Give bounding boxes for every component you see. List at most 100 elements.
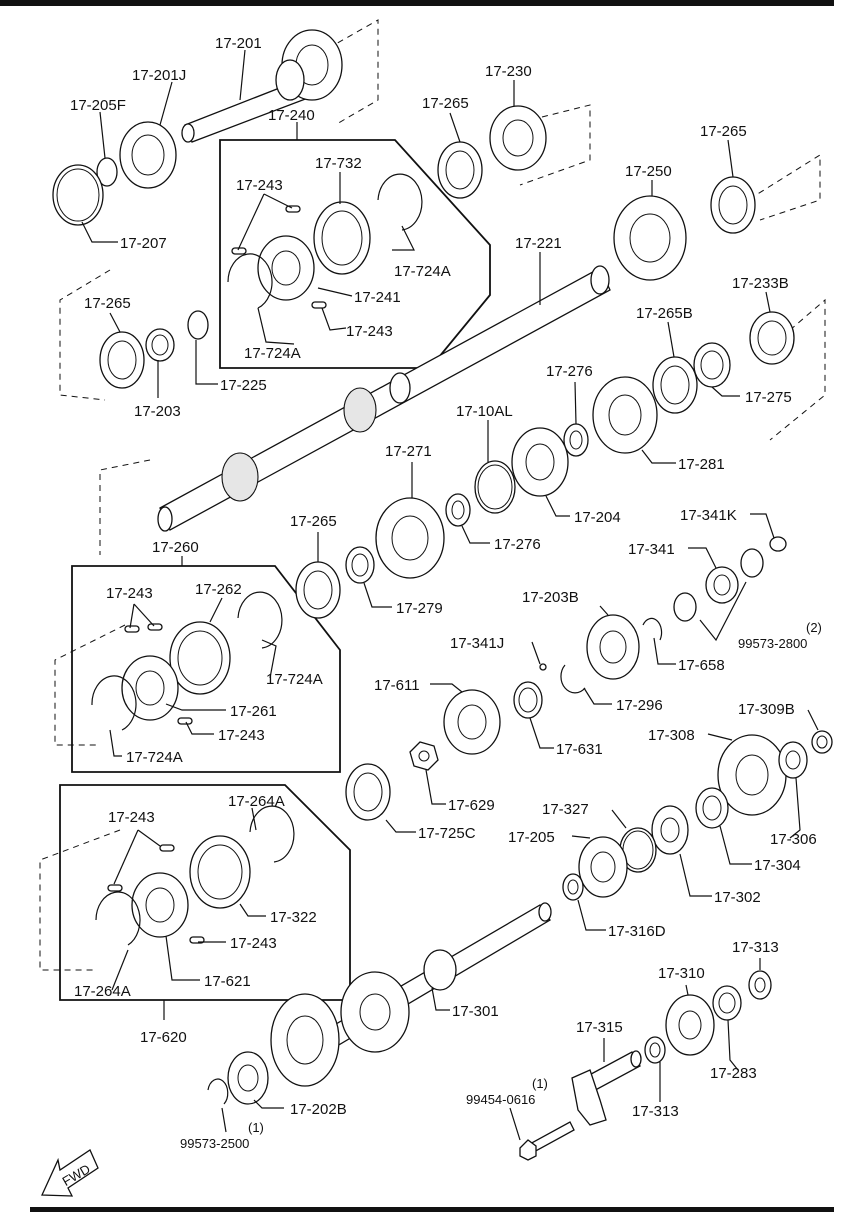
label-17-205F: 17-205F bbox=[70, 97, 126, 114]
label-17-309B: 17-309B bbox=[738, 701, 795, 718]
part-17-233B-needle-bearing bbox=[749, 311, 795, 365]
label-17-658: 17-658 bbox=[678, 657, 725, 674]
label-17-264A-b: 17-264A bbox=[74, 983, 131, 1000]
part-17-309B-nut bbox=[811, 730, 833, 754]
part-17-265-synchro-ring-b bbox=[710, 176, 756, 234]
label-17-243-d: 17-243 bbox=[218, 727, 265, 744]
label-17-302: 17-302 bbox=[714, 889, 761, 906]
part-17-201-input-shaft bbox=[181, 29, 343, 143]
label-17-724A-c: 17-724A bbox=[266, 671, 323, 688]
label-17-724A-b: 17-724A bbox=[244, 345, 301, 362]
label-17-240: 17-240 bbox=[268, 107, 315, 124]
part-99573-2500-snap-ring bbox=[207, 1078, 229, 1105]
part-17-327-ring bbox=[619, 827, 657, 873]
part-17-724A-spring-upper bbox=[377, 173, 423, 231]
label-99573-2800-qty: (2) bbox=[806, 620, 822, 635]
label-17-243-b: 17-243 bbox=[346, 323, 393, 340]
part-17-631-ring bbox=[513, 681, 543, 719]
label-17-221: 17-221 bbox=[515, 235, 562, 252]
fwd-arrow-icon: FWD bbox=[41, 1149, 99, 1197]
part-17-243-key-7 bbox=[159, 844, 175, 852]
part-99573-2800-snap-ring-a bbox=[740, 548, 764, 578]
label-17-327: 17-327 bbox=[542, 801, 589, 818]
label-17-201: 17-201 bbox=[215, 35, 262, 52]
label-17-313-a: 17-313 bbox=[732, 939, 779, 956]
part-17-611-gear bbox=[443, 689, 501, 755]
label-17-265-a: 17-265 bbox=[422, 95, 469, 112]
label-17-202B: 17-202B bbox=[290, 1101, 347, 1118]
label-17-631: 17-631 bbox=[556, 741, 603, 758]
part-17-276-thrust-washer-b bbox=[445, 493, 471, 527]
label-17-621: 17-621 bbox=[204, 973, 251, 990]
label-17-283: 17-283 bbox=[710, 1065, 757, 1082]
part-17-241-hub bbox=[257, 235, 315, 301]
label-17-308: 17-308 bbox=[648, 727, 695, 744]
label-17-725C: 17-725C bbox=[418, 825, 476, 842]
part-17-315-idler-shaft bbox=[571, 1050, 642, 1126]
label-99454-0616-qty: (1) bbox=[532, 1076, 548, 1091]
part-17-724A-spring-lower bbox=[227, 253, 273, 309]
part-17-265B-synchro-ring bbox=[652, 356, 698, 414]
label-17-243-e: 17-243 bbox=[108, 809, 155, 826]
part-17-296-snap-ring bbox=[560, 664, 586, 694]
label-17-265-b: 17-265 bbox=[700, 123, 747, 140]
part-99573-2800-snap-ring-b bbox=[673, 592, 697, 622]
label-17-10AL: 17-10AL bbox=[456, 403, 513, 420]
label-17-233B: 17-233B bbox=[732, 275, 789, 292]
part-17-276-thrust-washer-a bbox=[563, 423, 589, 457]
part-17-283-needle-bearing bbox=[712, 985, 742, 1021]
part-17-10AL-ring bbox=[474, 460, 516, 514]
part-17-313-washer-b bbox=[644, 1036, 666, 1064]
part-99454-0616-bolt bbox=[519, 1121, 575, 1161]
label-17-260: 17-260 bbox=[152, 539, 199, 556]
part-17-310-idler-gear bbox=[665, 994, 715, 1056]
label-17-265-d: 17-265 bbox=[290, 513, 337, 530]
part-17-629-nut bbox=[409, 741, 439, 771]
part-17-250-gear bbox=[613, 195, 687, 281]
part-17-271-gear bbox=[375, 497, 445, 579]
label-17-265B: 17-265B bbox=[636, 305, 693, 322]
label-17-205: 17-205 bbox=[508, 829, 555, 846]
part-17-308-gear bbox=[717, 734, 787, 816]
subassembly-box-17-260 bbox=[71, 565, 341, 773]
part-17-658-snap-ring bbox=[642, 617, 663, 641]
label-17-611: 17-611 bbox=[374, 677, 420, 694]
label-17-241: 17-241 bbox=[354, 289, 401, 306]
subassembly-box-17-620 bbox=[59, 784, 351, 1001]
label-17-724A-d: 17-724A bbox=[126, 749, 183, 766]
part-labels: 17-201 17-201J 17-205F 17-207 17-240 17-… bbox=[70, 35, 822, 1151]
part-17-201J-bearing bbox=[119, 121, 177, 189]
subassembly-box-17-240 bbox=[219, 139, 491, 369]
label-17-724A-a: 17-724A bbox=[394, 263, 451, 280]
label-99573-2500-qty: (1) bbox=[248, 1120, 264, 1135]
part-17-265-synchro-ring-a bbox=[437, 141, 483, 199]
label-17-262: 17-262 bbox=[195, 581, 242, 598]
label-17-276-a: 17-276 bbox=[546, 363, 593, 380]
label-17-296: 17-296 bbox=[616, 697, 663, 714]
part-17-301-countershaft bbox=[270, 902, 552, 1087]
label-17-301: 17-301 bbox=[452, 1003, 499, 1020]
label-17-281: 17-281 bbox=[678, 456, 725, 473]
part-17-316D-washer bbox=[562, 873, 584, 901]
label-17-279: 17-279 bbox=[396, 600, 443, 617]
label-17-250: 17-250 bbox=[625, 163, 672, 180]
label-17-201J: 17-201J bbox=[132, 67, 186, 84]
part-17-264A-spring-upper bbox=[249, 805, 295, 863]
label-17-306: 17-306 bbox=[770, 831, 817, 848]
label-17-275: 17-275 bbox=[745, 389, 792, 406]
label-17-315: 17-315 bbox=[576, 1019, 623, 1036]
part-17-724A-spring-260-upper bbox=[237, 591, 283, 649]
part-17-205F-snap-ring bbox=[96, 157, 118, 187]
label-17-243-a: 17-243 bbox=[236, 177, 283, 194]
label-17-225: 17-225 bbox=[220, 377, 267, 394]
part-17-243-key-6 bbox=[177, 717, 193, 725]
part-17-204-bearing bbox=[511, 427, 569, 497]
label-17-243-c: 17-243 bbox=[106, 585, 153, 602]
label-99454-0616: 99454-0616 bbox=[466, 1092, 535, 1107]
label-17-341K: 17-341K bbox=[680, 507, 737, 524]
part-17-304-sleeve bbox=[695, 787, 729, 829]
label-17-304: 17-304 bbox=[754, 857, 801, 874]
part-17-341K-cap bbox=[769, 536, 787, 552]
part-17-221-main-shaft bbox=[157, 265, 611, 532]
part-17-243-key-8 bbox=[107, 884, 123, 892]
